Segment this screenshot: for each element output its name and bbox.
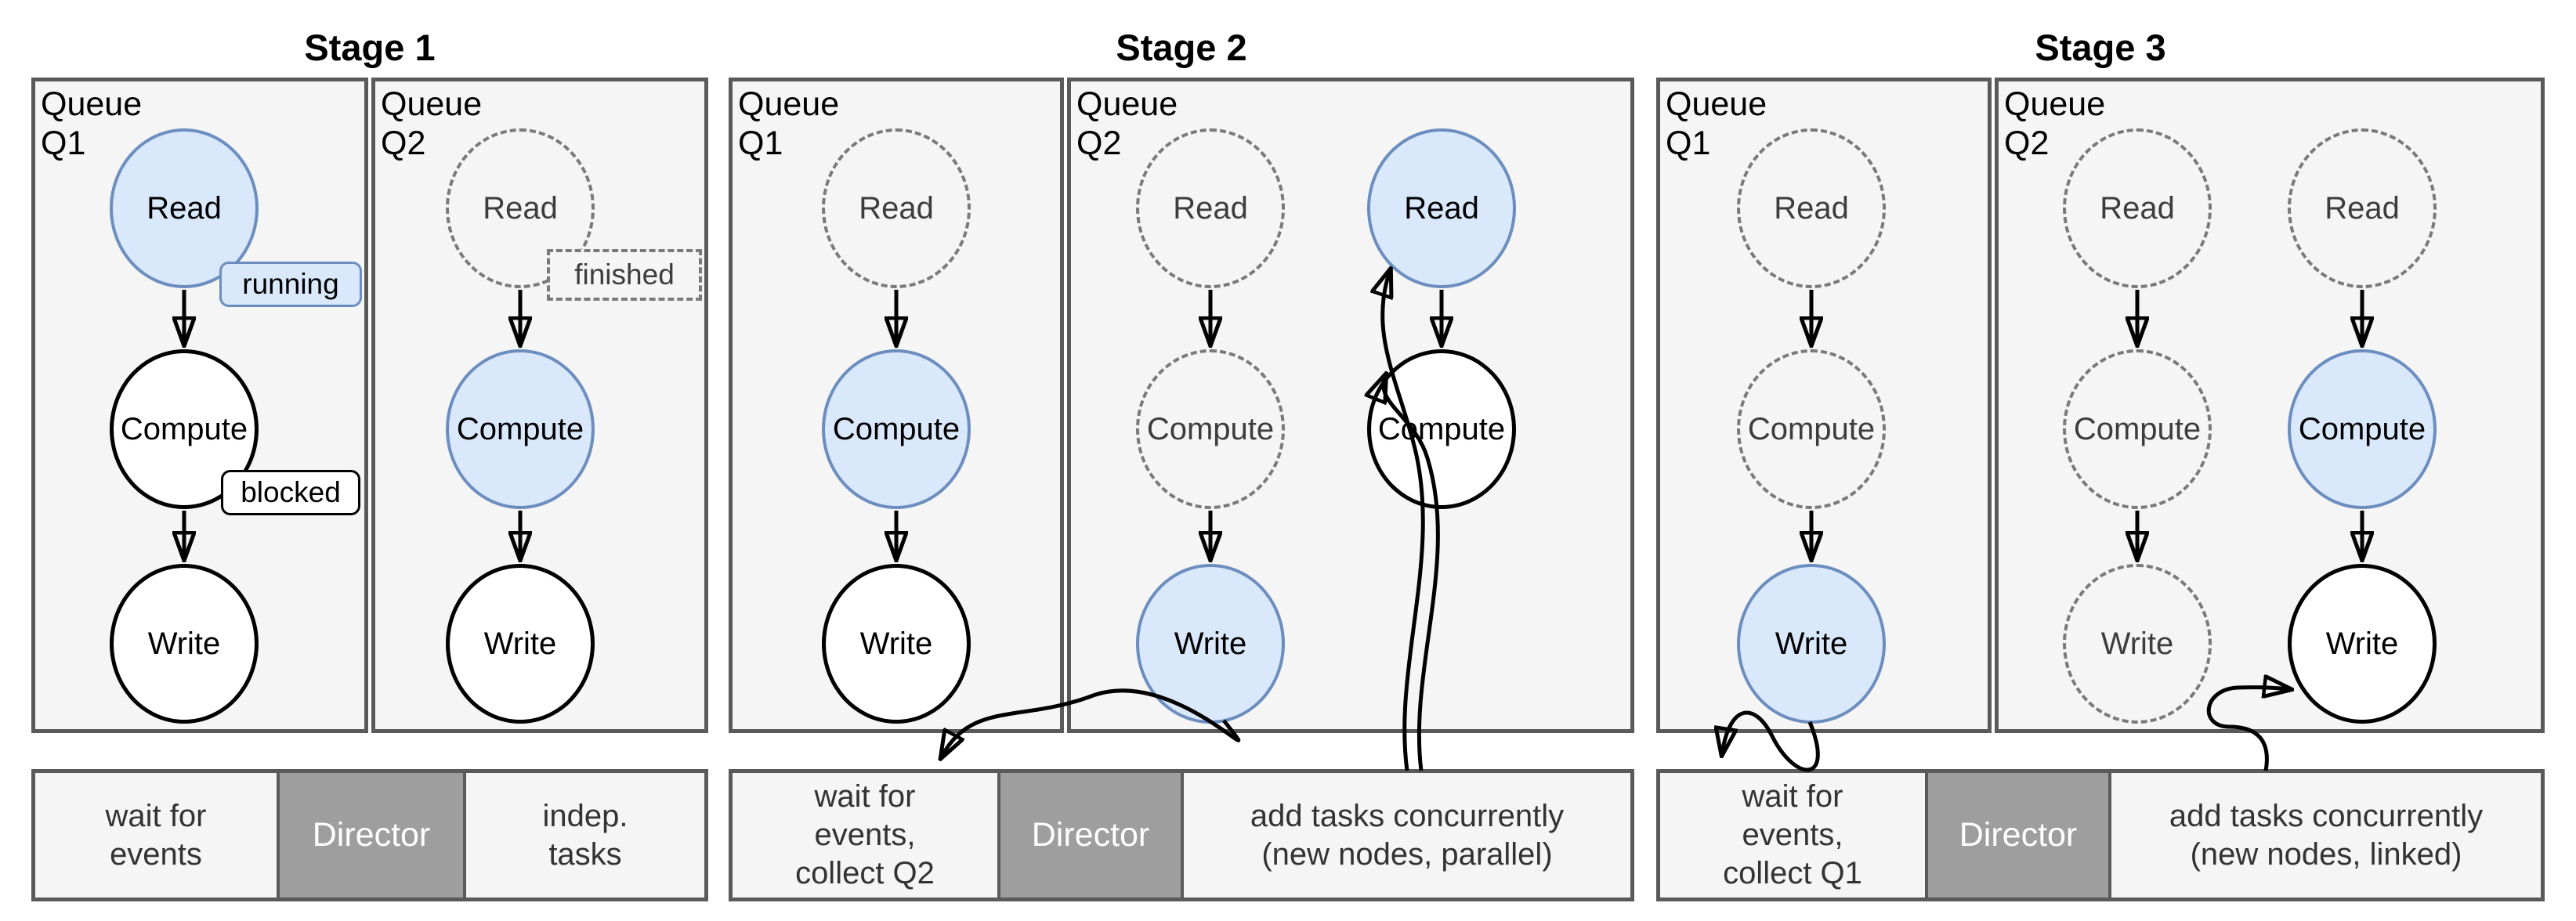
status-badge-blocked: blocked: [221, 470, 360, 515]
stage-3-title: Stage 3: [2035, 27, 2166, 68]
task-node-read: Read: [446, 128, 595, 288]
status-badge-running: running: [219, 262, 362, 307]
stage-3-queue-q1-label: Queue Q1: [1666, 85, 1767, 163]
status-badge-finished: finished: [547, 249, 702, 301]
stage-2-queue-q2-label: Queue Q2: [1076, 85, 1178, 163]
task-node-compute: Compute: [2063, 349, 2212, 509]
task-node-compute: Compute: [1737, 349, 1886, 509]
stage-2-queue-q1-label: Queue Q1: [738, 85, 840, 163]
task-node-write: Write: [446, 564, 595, 724]
task-node-compute: Compute: [822, 349, 971, 509]
task-node-read: Read: [1367, 128, 1516, 288]
task-node-read: Read: [822, 128, 971, 288]
task-node-read: Read: [2063, 128, 2212, 288]
director-right-note: add tasks concurrently (new nodes, paral…: [1250, 798, 1565, 872]
director-left-note: wait for events, collect Q1: [1723, 779, 1862, 890]
task-node-compute: Compute: [2288, 349, 2437, 509]
stage-3-director-bar: wait for events, collect Q1 Director add…: [1656, 769, 2545, 901]
director-right-note: add tasks concurrently (new nodes, linke…: [2169, 798, 2484, 872]
task-node-read: Read: [1737, 128, 1886, 288]
stage-1-queue-q1-label: Queue Q1: [41, 85, 143, 163]
task-node-write: Write: [2288, 564, 2437, 724]
task-node-compute: Compute: [446, 349, 595, 509]
task-node-write: Write: [1737, 564, 1886, 724]
stage-2-title: Stage 2: [1116, 27, 1247, 68]
task-node-write: Write: [1136, 564, 1285, 724]
director-right-note: indep. tasks: [542, 798, 628, 872]
stage-1-title: Stage 1: [304, 27, 436, 68]
stage-3-queue-q2-label: Queue Q2: [2004, 85, 2106, 163]
director-label: Director: [277, 773, 466, 898]
task-node-write: Write: [2063, 564, 2212, 724]
task-node-read: Read: [1136, 128, 1285, 288]
director-label: Director: [997, 773, 1184, 898]
stage-1-director-bar: wait for events Director indep. tasks: [31, 769, 708, 901]
task-node-read: Read: [2288, 128, 2437, 288]
director-left-note: wait for events, collect Q2: [795, 779, 935, 890]
task-node-compute: Compute: [1367, 349, 1516, 509]
task-node-write: Write: [110, 564, 259, 724]
stage-2-director-bar: wait for events, collect Q2 Director add…: [729, 769, 1634, 901]
director-left-note: wait for events: [105, 798, 207, 872]
task-node-compute: Compute: [1136, 349, 1285, 509]
stage-1-queue-q2-label: Queue Q2: [381, 85, 483, 163]
director-label: Director: [1925, 773, 2111, 898]
task-node-write: Write: [822, 564, 971, 724]
